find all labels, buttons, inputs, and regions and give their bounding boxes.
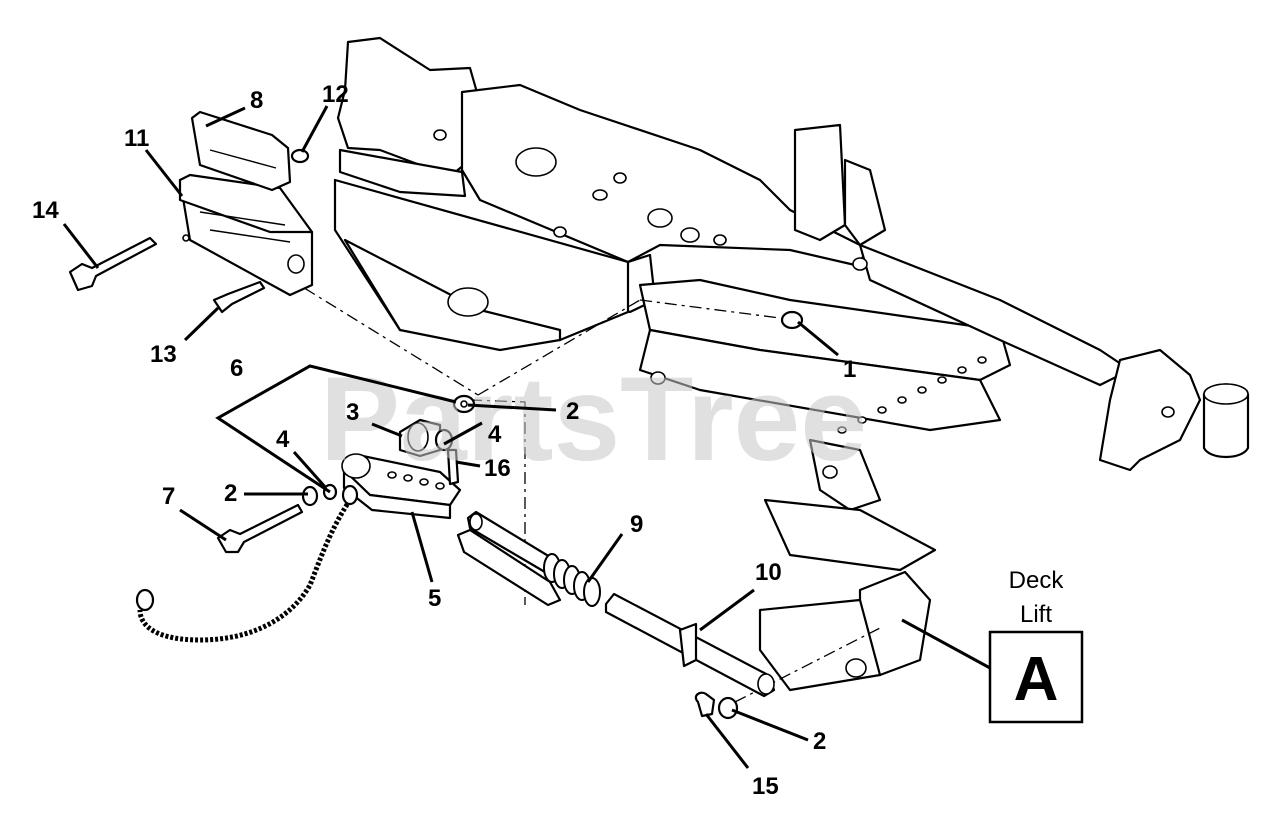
- watermark: PartsTree: [320, 352, 867, 486]
- deck-lift-reference: Deck Lift A: [988, 567, 1084, 724]
- callout-2-lower: 2: [813, 728, 826, 755]
- leader-lines: [62, 105, 991, 769]
- callout-4-left: 4: [276, 426, 290, 453]
- rail-holes: [837, 356, 987, 434]
- callout-15: 15: [752, 773, 779, 800]
- part-11-housing: [178, 173, 314, 297]
- part-14-bolt: [68, 236, 158, 292]
- part-2-washer-lower: [717, 696, 739, 720]
- callout-3: 3: [346, 399, 359, 426]
- reference-caption-line2: Lift: [1020, 601, 1052, 628]
- callout-9: 9: [630, 511, 643, 538]
- part-8-cover: [190, 110, 292, 192]
- frame-assembly: [333, 36, 1250, 692]
- reference-caption-line1: Deck: [1009, 567, 1065, 594]
- part-10-shaft: [604, 592, 776, 698]
- callout-4-upper: 4: [488, 421, 502, 448]
- callout-numbers: 1 2 2 2 2 3 4 4 5 6 7 8 9 10 11 12 13 14…: [32, 81, 856, 800]
- reference-box: [988, 630, 1084, 724]
- reference-letter: A: [1014, 645, 1059, 714]
- callout-16: 16: [484, 455, 511, 482]
- callout-1: 1: [843, 356, 856, 383]
- callout-8: 8: [250, 87, 263, 114]
- callout-13: 13: [150, 341, 177, 368]
- part-7-bolt: [216, 503, 304, 554]
- callout-2-left: 2: [224, 480, 237, 507]
- callout-12: 12: [322, 81, 349, 108]
- callout-10: 10: [755, 559, 782, 586]
- part-2-washer-left: [301, 485, 319, 507]
- ground-cable: [135, 484, 359, 643]
- callout-6: 6: [230, 355, 243, 382]
- part-12-washer: [290, 148, 310, 164]
- callout-11: 11: [124, 125, 149, 152]
- part-9-spring: [456, 510, 601, 607]
- frame-holes: [433, 129, 1175, 479]
- part-13-screw: [212, 280, 266, 314]
- callout-5: 5: [428, 585, 441, 612]
- callout-2-upper: 2: [566, 398, 579, 425]
- part-1-spacer: [780, 310, 804, 330]
- callout-7: 7: [162, 483, 175, 510]
- callout-14: 14: [32, 197, 59, 224]
- part-16-pin: [446, 448, 460, 486]
- part-5-lift-arm: [341, 453, 462, 520]
- part-15-clip: [694, 691, 716, 718]
